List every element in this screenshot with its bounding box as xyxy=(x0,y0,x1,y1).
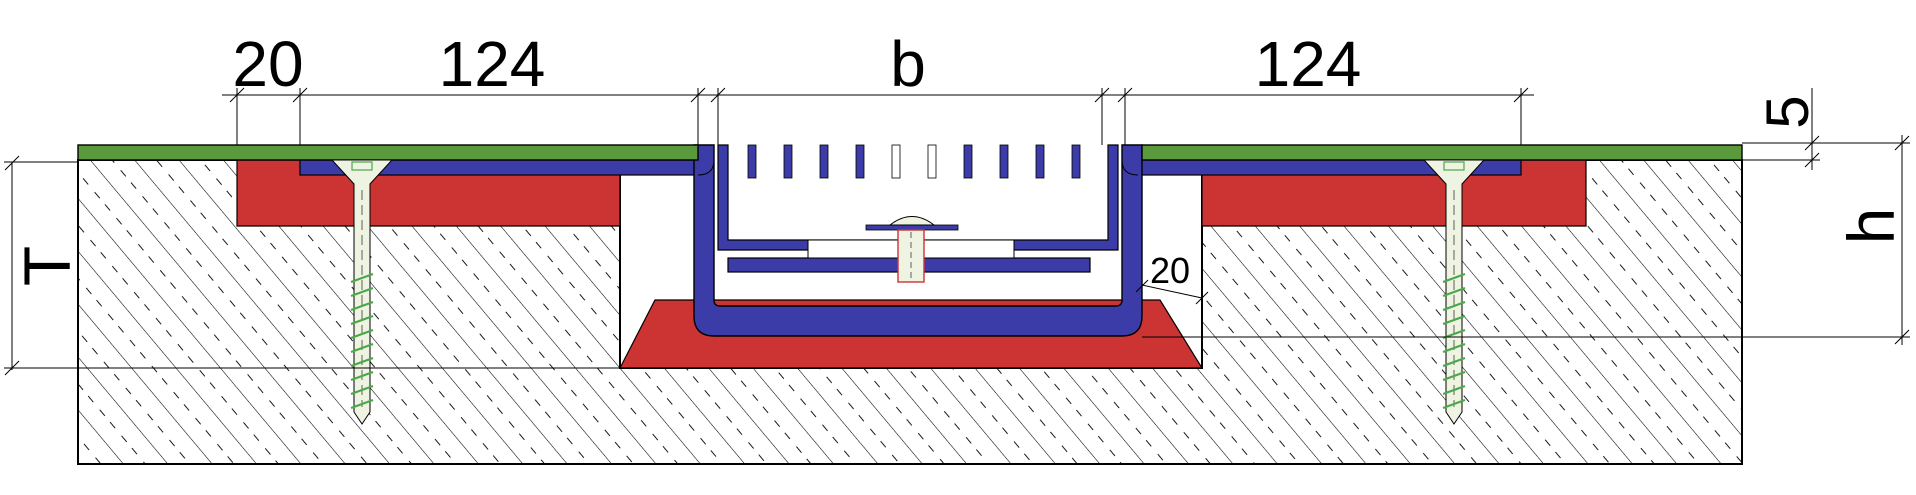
dim-inner-clearance: 20 xyxy=(1150,250,1190,291)
dim-depth: T xyxy=(10,246,84,286)
cover-ribs xyxy=(747,144,1081,179)
center-bolt xyxy=(865,216,959,283)
dim-membrane-thickness: 5 xyxy=(1754,95,1821,128)
dimension-lines xyxy=(4,87,1910,376)
membrane-right xyxy=(1141,144,1743,161)
dim-total-height: h xyxy=(1834,208,1908,245)
dim-flange-offset: 20 xyxy=(232,28,303,100)
profile-channel-body xyxy=(693,144,1143,337)
dim-gap-width: b xyxy=(890,28,926,100)
dim-right-flange: 124 xyxy=(1255,28,1362,100)
membrane-left xyxy=(77,144,699,161)
dim-left-flange: 124 xyxy=(439,28,546,100)
